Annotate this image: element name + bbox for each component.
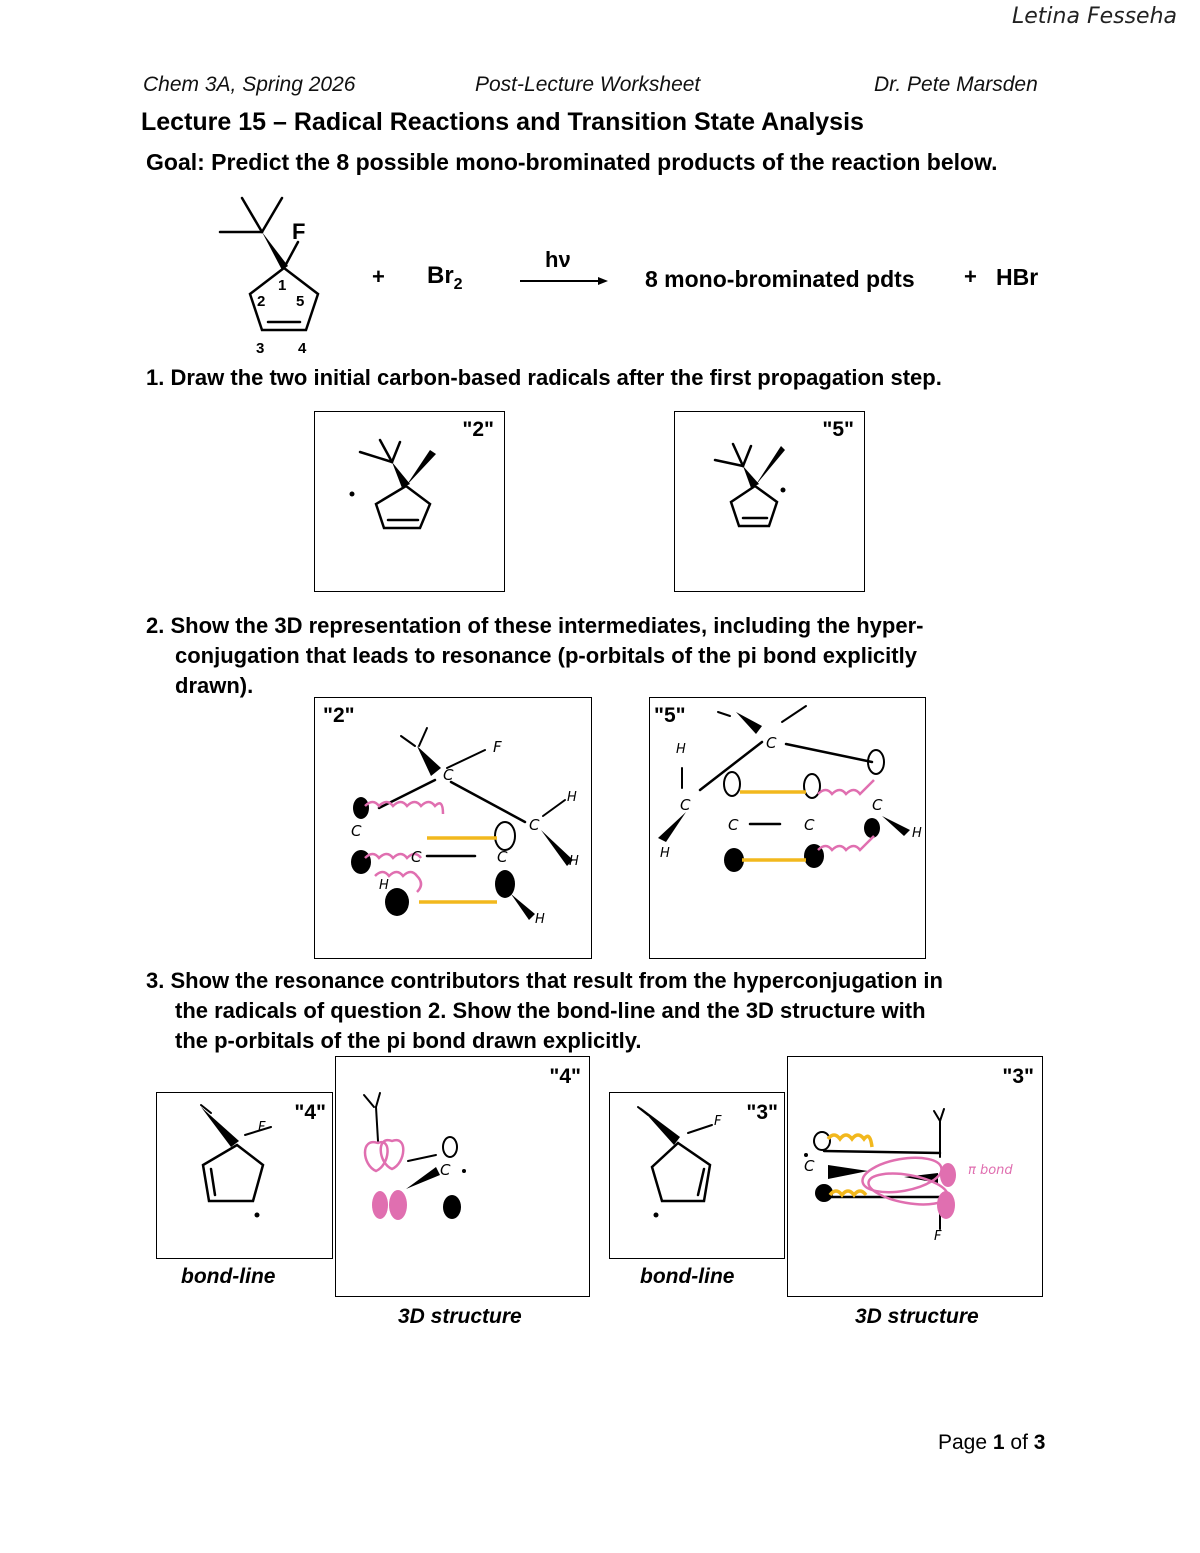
question-1: 1. Draw the two initial carbon-based rad…	[146, 365, 942, 390]
q3-box-bondline-4: "4"	[156, 1092, 333, 1259]
hand-atom-c: C	[497, 848, 508, 866]
ring-number-1: 1	[278, 277, 287, 294]
hand-atom-c: C	[766, 734, 777, 752]
hand-atom-c: C	[443, 766, 454, 784]
atom-f: F	[292, 219, 306, 244]
radical-5-3d-drawing	[658, 705, 910, 872]
caption-bond-line: bond-line	[640, 1265, 735, 1288]
hand-atom-c: C	[728, 816, 739, 834]
q2-box-3d-radical-2: "2" C F C H H C C C H H	[314, 697, 592, 959]
wedge-bond	[262, 232, 288, 270]
ring-number-2: 2	[257, 293, 266, 310]
hand-atom-c: C	[872, 796, 883, 814]
condition-hv: hν	[545, 247, 571, 272]
plus-sign-1: +	[372, 264, 385, 289]
hand-atom-f: F	[258, 1120, 266, 1135]
ring-number-3: 3	[256, 340, 265, 357]
hand-atom-h: H	[535, 912, 545, 927]
box-label: "2"	[323, 704, 355, 727]
q1-box-radical-2: "2"	[314, 411, 505, 592]
hand-atom-f: F	[714, 1114, 722, 1129]
hand-atom-h: H	[379, 878, 389, 893]
reactant-structure	[218, 196, 320, 332]
ring-number-5: 5	[296, 293, 305, 310]
byproduct-hbr: HBr	[996, 264, 1039, 290]
goal-statement: Goal: Predict the 8 possible mono-bromin…	[146, 149, 998, 175]
products-label: 8 mono-brominated pdts	[645, 266, 915, 292]
radical-5-structure	[713, 442, 786, 528]
instructor-label: Dr. Pete Marsden	[874, 73, 1038, 96]
plus-sign-2: +	[964, 264, 977, 289]
question-3-line-3: the p-orbitals of the pi bond drawn expl…	[175, 1028, 642, 1053]
page-indicator: Page 1 of 3	[938, 1431, 1045, 1455]
hand-atom-c: C	[440, 1161, 451, 1179]
hand-atom-c: C	[680, 796, 691, 814]
question-3-line-1: 3. Show the resonance contributors that …	[146, 968, 943, 993]
hand-atom-h: H	[567, 790, 577, 805]
question-2-line-2: conjugation that leads to resonance (p-o…	[175, 643, 917, 668]
q1-box-radical-5: "5"	[674, 411, 865, 592]
box-label: "3"	[1002, 1065, 1034, 1088]
hand-atom-c: C	[411, 848, 422, 866]
question-2-line-3: drawn).	[175, 673, 254, 698]
question-3-line-2: the radicals of question 2. Show the bon…	[175, 998, 926, 1023]
hand-atom-f: F	[934, 1229, 942, 1244]
reagent-br2: Br2	[427, 262, 463, 294]
hand-label-pi-bond: π bond	[968, 1163, 1013, 1178]
q3-box-3d-4: "4" C	[335, 1056, 590, 1297]
q3-box-3d-3: "3" C F π bond	[787, 1056, 1043, 1297]
page-total: 3	[1033, 1431, 1046, 1454]
reaction-arrow	[520, 277, 608, 285]
radical-2-structure	[349, 438, 436, 530]
doc-type-label: Post-Lecture Worksheet	[475, 73, 701, 96]
hand-atom-h: H	[912, 826, 922, 841]
question-2-line-1: 2. Show the 3D representation of these i…	[146, 613, 924, 638]
hand-atom-c: C	[529, 816, 540, 834]
reagent-symbol: Br	[427, 262, 454, 289]
box-label: "2"	[462, 418, 494, 441]
page-title: Lecture 15 – Radical Reactions and Trans…	[141, 108, 864, 136]
hand-atom-c: C	[804, 1157, 815, 1175]
page-number: 1	[992, 1431, 1005, 1454]
box-label: "4"	[549, 1065, 581, 1088]
hand-atom-c: C	[351, 822, 362, 840]
of-word: of	[1010, 1431, 1028, 1454]
box-label: "5"	[654, 704, 686, 727]
hand-atom-h: H	[676, 742, 686, 757]
reagent-subscript: 2	[453, 275, 463, 293]
page-word: Page	[938, 1431, 988, 1454]
student-name: Letina Fesseha	[1012, 4, 1178, 29]
contributor-4-3d-drawing	[363, 1092, 466, 1220]
box-label: "5"	[822, 418, 854, 441]
hand-atom-f: F	[493, 738, 502, 756]
box-label: "3"	[746, 1101, 778, 1124]
hand-atom-c: C	[804, 816, 815, 834]
contributor-4-bondline	[200, 1104, 272, 1218]
caption-bond-line: bond-line	[181, 1265, 276, 1288]
q2-box-3d-radical-5: "5" C H C C C C H H	[649, 697, 926, 959]
caption-3d-structure: 3D structure	[398, 1305, 522, 1328]
contributor-3-3d-drawing	[804, 1108, 956, 1230]
ring-number-4: 4	[298, 340, 307, 357]
caption-3d-structure: 3D structure	[855, 1305, 979, 1328]
hand-atom-h: H	[660, 846, 670, 861]
contributor-3-bondline	[637, 1106, 713, 1218]
q3-box-bondline-3: "3"	[609, 1092, 785, 1259]
hand-atom-h: H	[569, 854, 579, 869]
box-label: "4"	[294, 1101, 326, 1124]
course-label: Chem 3A, Spring 2026	[143, 73, 356, 96]
radical-2-3d-drawing	[351, 727, 573, 920]
